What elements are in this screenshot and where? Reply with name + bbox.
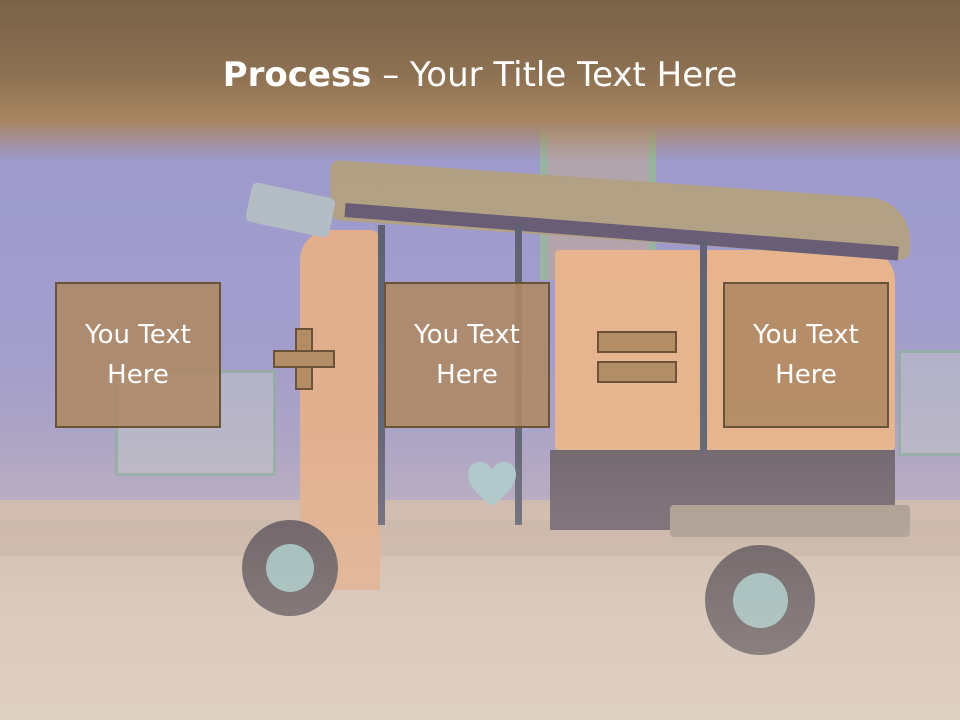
box-text-line: You Text <box>414 320 520 350</box>
title-bold: Process <box>222 55 372 95</box>
process-box-1[interactable]: You Text Here <box>55 282 221 428</box>
title-text: – Your Title Text Here <box>371 55 738 95</box>
process-box-3[interactable]: You Text Here <box>723 282 889 428</box>
box-text-line: You Text <box>753 320 859 350</box>
box-text-line: Here <box>436 360 498 390</box>
equals-icon[interactable] <box>597 331 677 383</box>
box-text-line: Here <box>775 360 837 390</box>
box-text-line: You Text <box>85 320 191 350</box>
box-text-line: Here <box>107 360 169 390</box>
slide-title[interactable]: Process – Your Title Text Here <box>0 52 960 98</box>
plus-icon[interactable] <box>273 328 335 390</box>
title-band <box>0 0 960 160</box>
process-box-2[interactable]: You Text Here <box>384 282 550 428</box>
